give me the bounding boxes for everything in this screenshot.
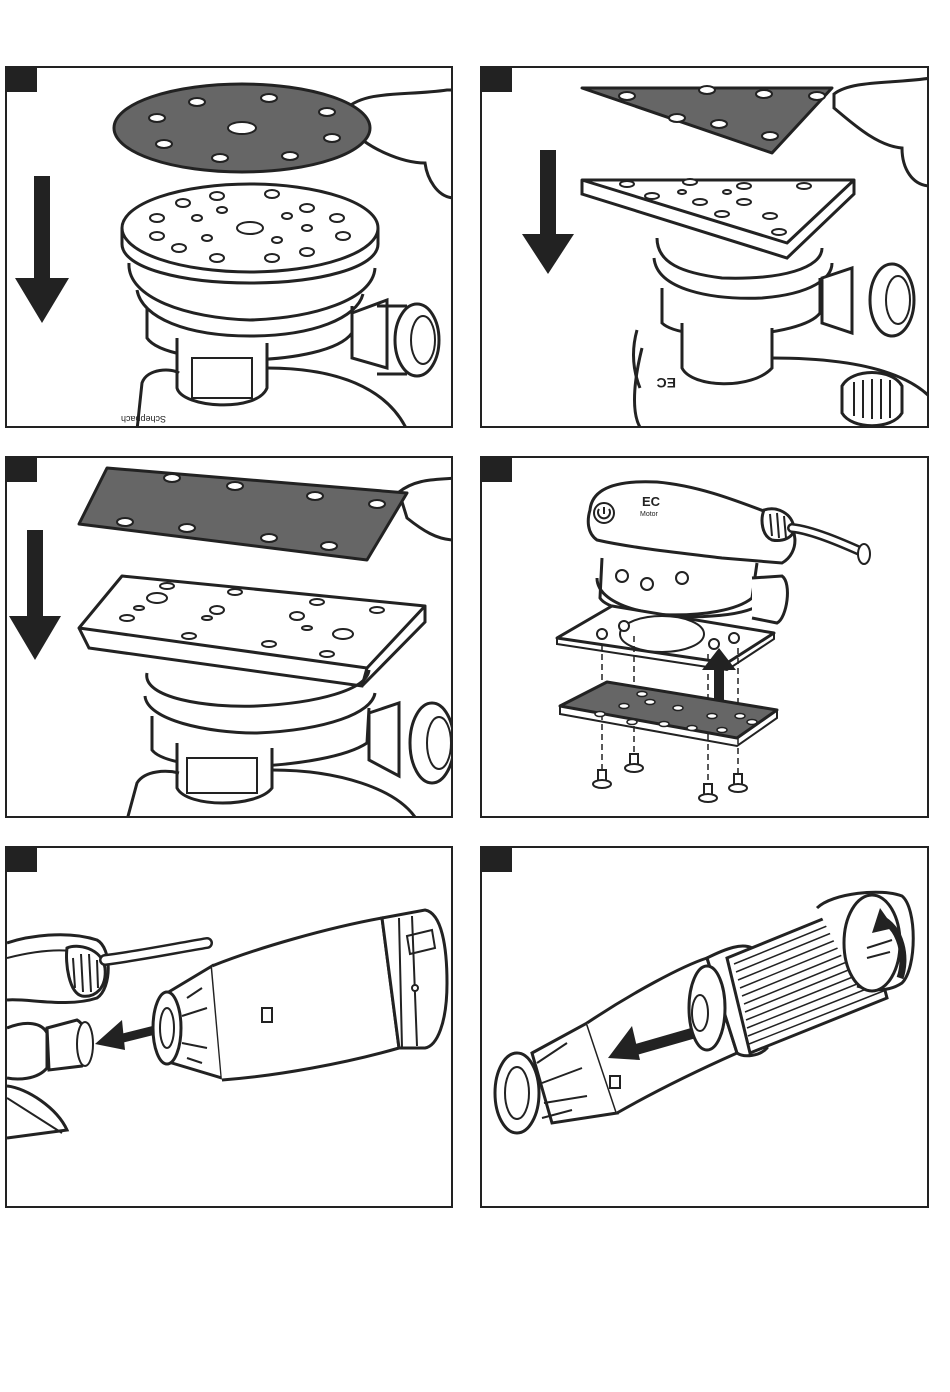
- rect-pad-illustration: [7, 458, 453, 818]
- ec-label: EC: [657, 375, 676, 391]
- hand-icon: [834, 78, 929, 186]
- dust-container-body: [212, 918, 399, 1080]
- hand-icon: [399, 478, 453, 540]
- panel-6: [480, 846, 929, 1208]
- filter-removal-illustration: [482, 848, 929, 1208]
- tool-brand-label: Scheppach: [121, 414, 166, 424]
- dust-nozzle: [752, 576, 787, 623]
- panel-5: [5, 846, 453, 1208]
- panel-1: Scheppach: [5, 66, 453, 428]
- pad-screws-illustration: EC Motor: [482, 458, 929, 818]
- screw-icon: [593, 754, 747, 802]
- ec-label: EC: [642, 494, 661, 509]
- down-arrow-icon: [34, 176, 50, 286]
- dust-container-attach-illustration: [7, 848, 453, 1208]
- sanding-sheet: [79, 468, 407, 560]
- panel-3: [5, 456, 453, 818]
- panel-2: EC: [480, 66, 929, 428]
- motor-label: Motor: [640, 511, 659, 518]
- delta-pad-illustration: EC: [482, 68, 929, 428]
- sanding-sheet: [560, 682, 777, 738]
- round-pad-illustration: Scheppach: [7, 68, 453, 428]
- vent-grille: [67, 946, 106, 996]
- panel-4: EC Motor: [480, 456, 929, 818]
